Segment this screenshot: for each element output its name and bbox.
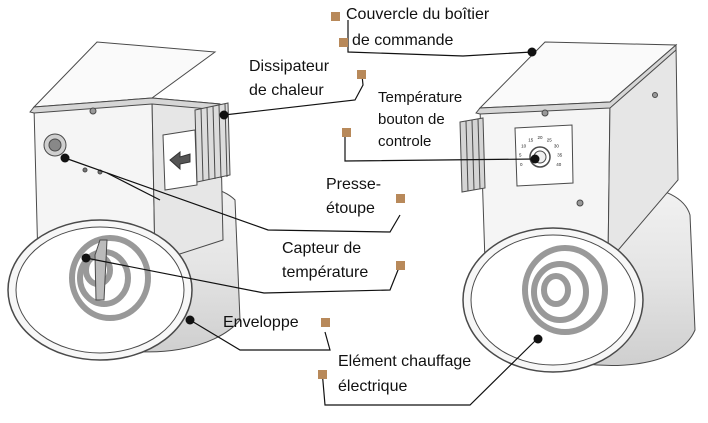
label-temperature-bouton-line3: controle xyxy=(378,133,432,150)
leader-enveloppe xyxy=(189,319,331,351)
label-element-chauffage: Elément chauffage électrique xyxy=(338,352,471,397)
leader-dots xyxy=(60,47,543,344)
heat-sink xyxy=(194,102,231,183)
marker-dissipateur xyxy=(357,70,366,79)
screw-icon xyxy=(576,199,584,207)
dial-scale-label: 5 xyxy=(519,152,522,157)
dial-scale-label: 15 xyxy=(528,137,534,142)
marker-element xyxy=(318,370,327,379)
label-capteur-line1: Capteur de xyxy=(282,240,362,257)
label-dissipateur: Dissipateur de chaleur xyxy=(249,57,329,101)
marker-capteur xyxy=(396,261,405,270)
dial-scale-label: 30 xyxy=(554,144,560,149)
arrow-left-icon xyxy=(169,150,191,171)
label-couvercle-line1: Couvercle du boîtier xyxy=(346,6,490,23)
label-dissipateur-line2: de chaleur xyxy=(249,82,324,99)
leader-dissipateur xyxy=(223,74,364,116)
screw-icon xyxy=(541,109,549,117)
leader-capteur xyxy=(85,257,401,294)
label-element-line1: Elément chauffage xyxy=(338,353,472,370)
label-temperature-bouton: Température bouton de controle xyxy=(378,88,462,151)
marker-couvercle xyxy=(331,12,340,21)
dial-scale-label: 20 xyxy=(537,135,543,140)
marker-enveloppe xyxy=(321,318,330,327)
marker-knob xyxy=(342,128,351,137)
screw-icon xyxy=(89,107,97,115)
leader-element xyxy=(321,337,539,406)
label-couvercle: Couvercle du boîtier de commande xyxy=(346,5,489,51)
right-heating-coil xyxy=(522,245,608,335)
left-box-top xyxy=(32,41,217,108)
label-element-line2: électrique xyxy=(338,378,408,395)
right-heat-sink xyxy=(459,117,486,193)
label-enveloppe-line1: Enveloppe xyxy=(223,314,299,331)
dial-scale-label: 0 xyxy=(520,162,523,167)
leader-presse xyxy=(64,157,401,233)
dial-scale-label: 40 xyxy=(556,162,562,167)
label-temperature-bouton-line2: bouton de xyxy=(378,111,445,128)
dial-scale-label: 10 xyxy=(521,144,527,149)
label-presse-line1: Presse- xyxy=(326,176,382,193)
label-capteur: Capteur de température xyxy=(282,239,368,283)
marker-couvercle-2 xyxy=(339,38,348,47)
label-presse-etoupe: Presse- étoupe xyxy=(326,175,381,219)
label-capteur-line2: température xyxy=(282,264,369,281)
left-heater-unit xyxy=(7,41,241,361)
label-enveloppe: Enveloppe xyxy=(223,313,299,333)
label-dissipateur-line1: Dissipateur xyxy=(249,58,330,75)
label-couvercle-line2: de commande xyxy=(352,32,454,49)
leader-couvercle xyxy=(347,20,533,57)
label-temperature-bouton-line1: Température xyxy=(378,89,463,106)
dial-scale-label: 35 xyxy=(557,152,563,157)
label-presse-line2: étoupe xyxy=(326,200,375,217)
label-markers xyxy=(318,12,405,379)
marker-presse xyxy=(396,194,405,203)
leader-knob xyxy=(344,130,537,162)
leader-lines xyxy=(64,20,539,406)
dial-scale-label: 25 xyxy=(547,137,553,142)
screw-icon xyxy=(652,92,658,98)
